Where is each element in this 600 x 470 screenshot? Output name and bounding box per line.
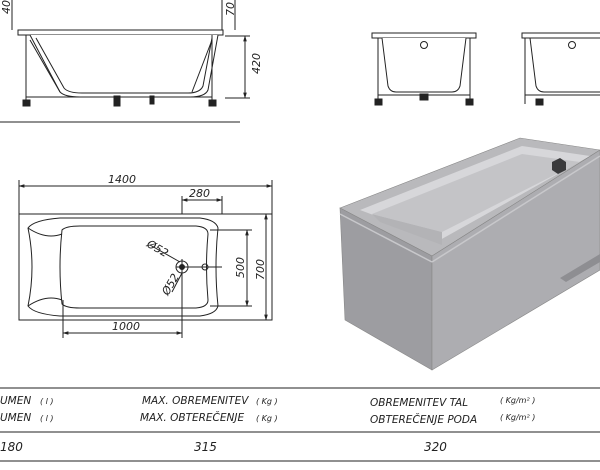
volume-unit-2: ( l ) [40,414,54,423]
dim-plan-width: 700 [254,259,267,280]
front-elevation-view [371,32,477,106]
max-load-unit-1: ( Kg ) [256,397,278,406]
max-load-header-1: MAX. OBREMENITEV [142,395,249,407]
bathtub-3d-render [339,137,600,371]
dim-plan-length: 1400 [108,173,136,186]
max-load-header-2: MAX. OBTEREČENJE [140,411,244,424]
volume-unit-1: ( l ) [40,397,54,406]
floor-load-unit-1: ( Kg/m² ) [500,396,535,405]
max-load-value: 315 [194,440,217,454]
dim-side-top: 40 [0,0,13,14]
floor-load-header-2: OBTEREČENJE PODA [370,413,477,426]
dim-side-top2: 70 [224,2,237,16]
end-elevation-view [521,32,600,106]
max-load-unit-2: ( Kg ) [256,414,278,423]
floor-load-header-1: OBREMENITEV TAL [370,397,468,409]
dim-side-height: 420 [250,53,263,74]
volume-value: 180 [0,440,23,454]
floor-load-value: 320 [424,440,447,454]
side-elevation-view [0,0,250,123]
floor-load-unit-2: ( Kg/m² ) [500,413,535,422]
volume-header-2: UMEN [0,412,31,424]
dim-plan-inner-width: 500 [234,257,247,278]
dim-plan-drain-offset: 280 [189,187,210,200]
spec-table [0,387,600,462]
plan-view [18,180,273,338]
dim-plan-inner-length: 1000 [112,320,140,333]
volume-header-1: UMEN [0,395,31,407]
